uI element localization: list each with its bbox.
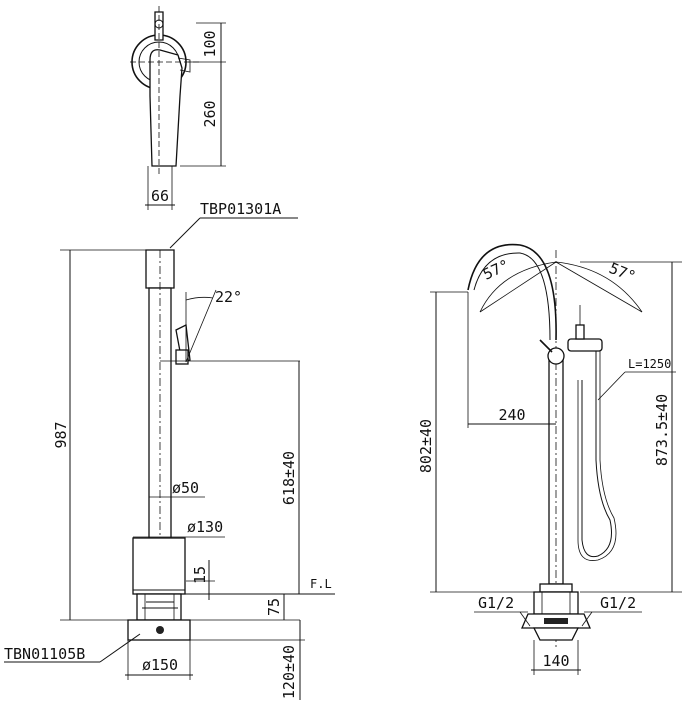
angle-57-right: 57°: [607, 259, 639, 286]
front-base: [533, 591, 579, 615]
dim-75: 75: [265, 598, 283, 616]
dim-618: 618±40: [280, 451, 298, 505]
side-base: [132, 537, 186, 595]
dim-top-100: 100: [201, 30, 219, 57]
top-spout: [149, 49, 183, 167]
front-spout-inner: [473, 252, 551, 341]
dim-15: 15: [191, 566, 209, 584]
front-hose: [581, 351, 612, 558]
hose-length: L=1250: [628, 357, 671, 371]
dim-987: 987: [52, 421, 70, 448]
side-view: TBP01301A 22° ø50 ø130 15: [4, 200, 335, 700]
front-spout-outer: [467, 243, 557, 341]
floor-level: F.L: [310, 577, 332, 591]
part-number-bottom: TBN01105B: [4, 645, 85, 663]
thread-left: G1/2: [478, 594, 514, 612]
dim-802: 802±40: [417, 419, 435, 473]
part-number-top: TBP01301A: [200, 200, 281, 218]
dim-top-66: 66: [151, 187, 169, 205]
dim-top-260: 260: [201, 100, 219, 127]
dim-d50: ø50: [172, 479, 199, 497]
front-view: L=1250 57° 57° 240 802±40 873.5±40: [417, 243, 682, 675]
dim-140: 140: [542, 652, 569, 670]
dim-240: 240: [498, 406, 525, 424]
dim-d130: ø130: [187, 518, 223, 536]
front-handshower: [567, 338, 603, 352]
dim-d150: ø150: [142, 656, 178, 674]
angle-22: 22°: [215, 288, 242, 306]
thread-right: G1/2: [600, 594, 636, 612]
top-view: 100 260 66: [130, 6, 226, 210]
dim-873: 873.5±40: [653, 394, 671, 466]
dim-120: 120±40: [280, 645, 298, 699]
